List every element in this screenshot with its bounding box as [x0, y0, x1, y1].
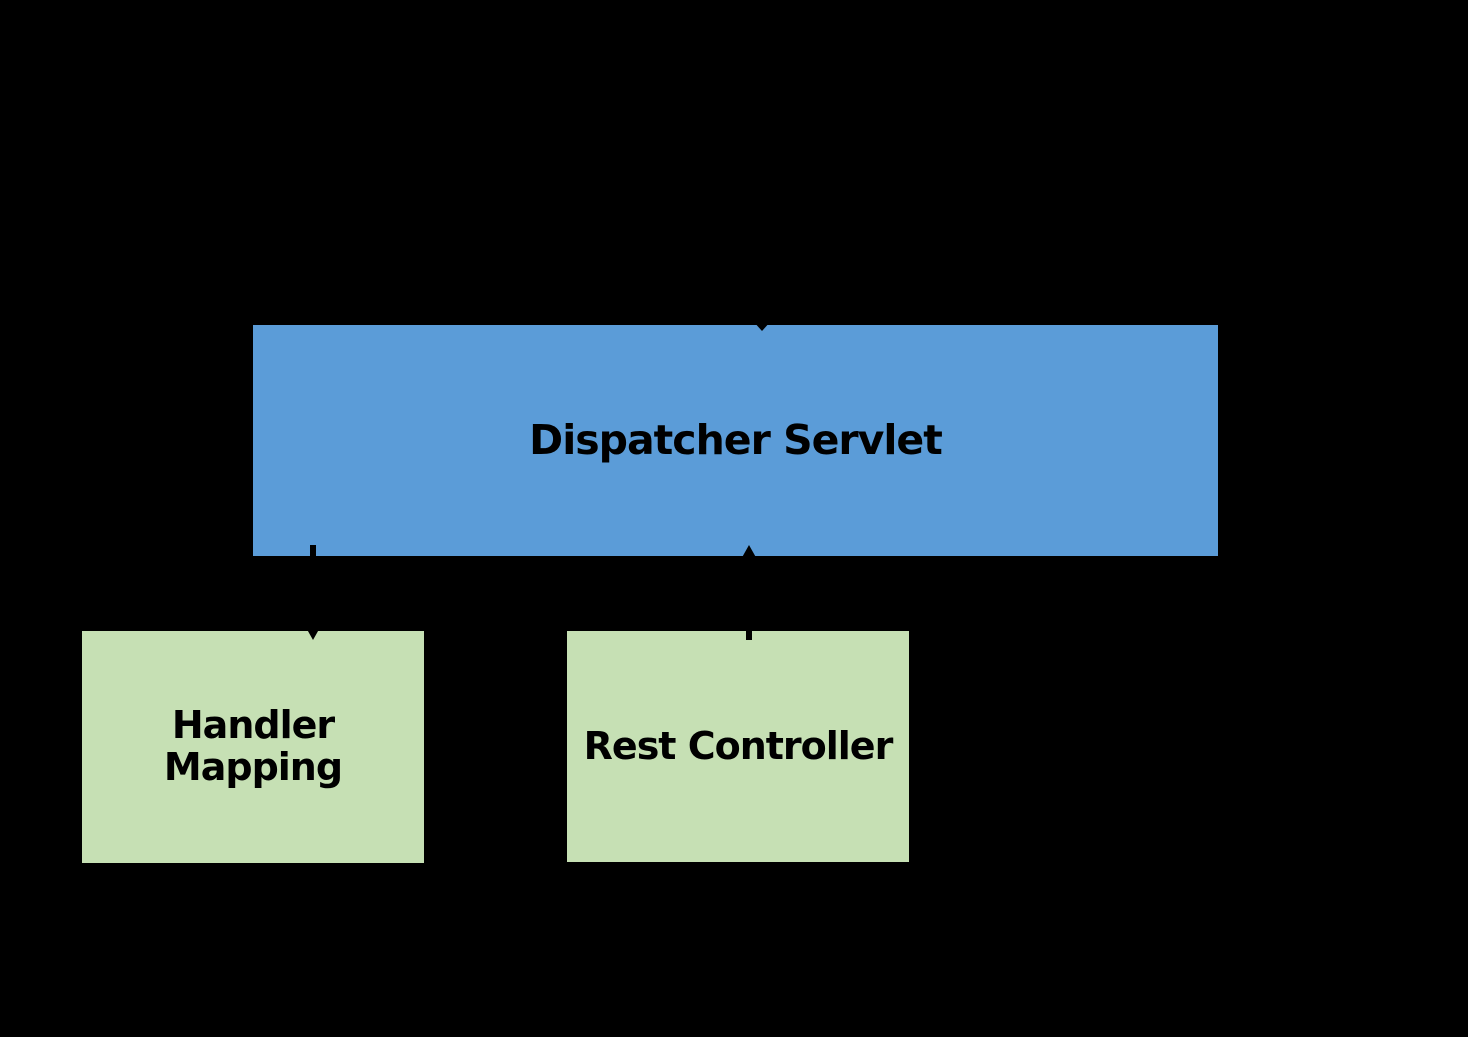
- rest-controller-to-dispatcher-arrow-icon: [740, 545, 758, 640]
- handler-mapping-label: Handler Mapping: [163, 703, 343, 789]
- handler-mapping-box: Handler Mapping: [82, 631, 424, 863]
- incoming-request-arrow-icon: [753, 150, 771, 331]
- dispatcher-servlet-box: Dispatcher Servlet: [253, 325, 1218, 556]
- rest-controller-box: Rest Controller: [567, 631, 909, 862]
- rest-controller-label: Rest Controller: [583, 723, 894, 768]
- dispatcher-to-handler-mapping-arrow-icon: [304, 545, 322, 640]
- dispatcher-servlet-label: Dispatcher Servlet: [529, 415, 943, 464]
